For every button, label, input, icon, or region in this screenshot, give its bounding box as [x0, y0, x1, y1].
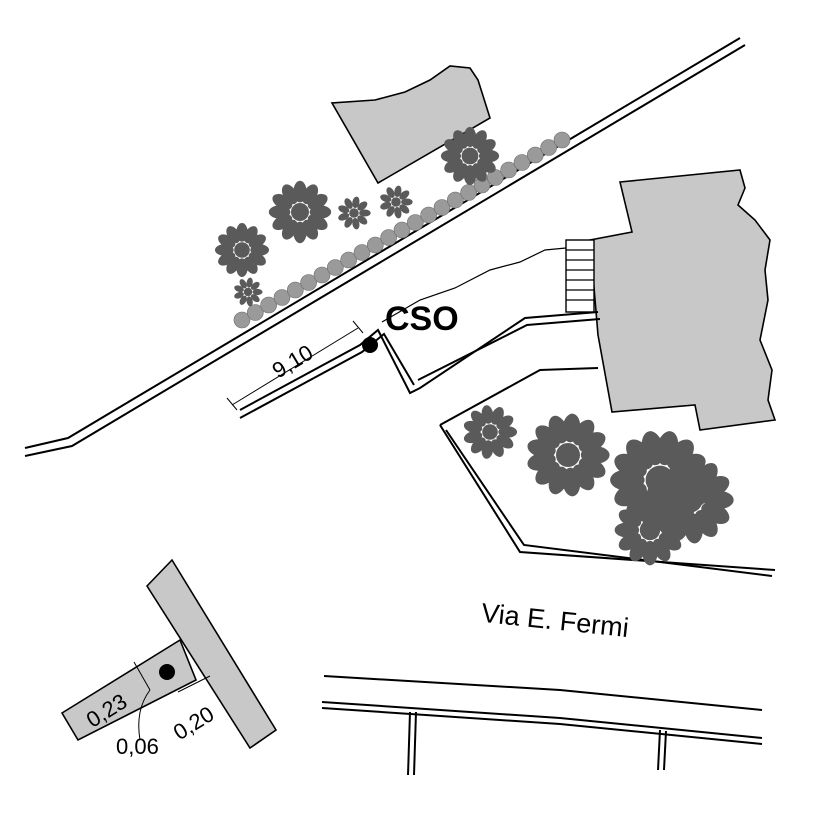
shrub-symbol — [447, 191, 464, 209]
building-east — [589, 169, 777, 431]
shrub-symbol — [327, 259, 344, 276]
tree-symbol — [527, 413, 610, 497]
footpath — [381, 247, 567, 323]
building-north — [330, 65, 491, 185]
shrub-symbol — [260, 296, 277, 314]
lower-road — [321, 675, 763, 776]
street-label: Via E. Fermi — [480, 598, 630, 643]
shrub-symbol — [367, 236, 384, 254]
shrub-symbol — [527, 146, 544, 164]
shrub-symbol — [433, 199, 451, 216]
shrub-symbol — [273, 289, 291, 306]
tree-symbol — [268, 180, 332, 244]
dimension-9-10: 9,10 — [226, 320, 364, 411]
shrub-symbol — [313, 266, 331, 284]
shrub-symbol — [353, 244, 371, 261]
shrub-symbol — [233, 311, 251, 329]
detail-point-marker — [159, 664, 175, 680]
detail-dim-wall: 0,20 — [169, 701, 219, 745]
shrub-symbol — [407, 214, 424, 231]
shrub-symbol — [247, 304, 264, 321]
tree-symbol — [214, 222, 270, 278]
stairs — [565, 239, 595, 313]
shrub-symbol — [287, 281, 304, 299]
shrub-symbol — [500, 161, 517, 179]
dimension-main-label: 9,10 — [268, 340, 318, 383]
shrub-symbol — [540, 139, 557, 156]
tree-symbol — [440, 126, 500, 186]
shrub-symbol — [513, 154, 531, 171]
tree-symbol — [338, 196, 371, 230]
detail-dim-offset: 0,06 — [116, 734, 159, 759]
shrub-symbol — [300, 274, 317, 291]
shrub-symbol — [340, 251, 357, 269]
vegetation — [214, 126, 734, 566]
cso-label: CSO — [385, 300, 459, 338]
shrub-symbol — [420, 206, 437, 224]
detail-inset: 0,23 0,20 0,06 — [60, 558, 278, 759]
shrub-symbol — [553, 131, 571, 149]
tree-symbol — [463, 405, 518, 459]
cso-point-marker — [362, 337, 378, 353]
tree-symbol — [234, 277, 263, 307]
shrub-symbol — [380, 229, 397, 246]
tree-symbol — [380, 185, 413, 219]
tree-symbol — [614, 494, 686, 566]
shrub-symbol — [393, 221, 411, 239]
